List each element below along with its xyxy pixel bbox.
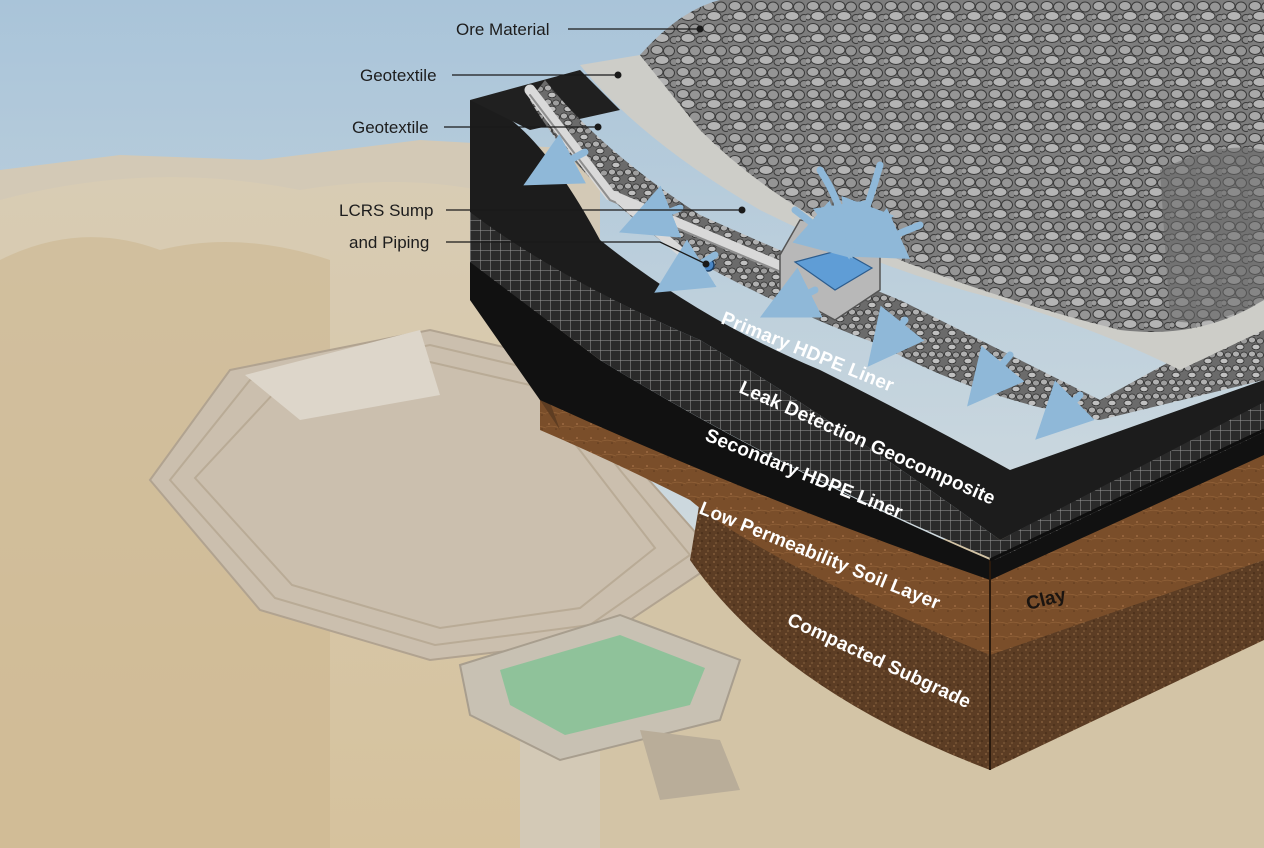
compacted-subgrade-layer <box>690 500 1264 770</box>
callout-leaders <box>444 25 746 268</box>
secondary-hdpe-liner-layer <box>470 260 1264 580</box>
callout-ore-material: Ore Material <box>456 20 550 39</box>
flow-arrows <box>523 134 1095 440</box>
liner-cutaway <box>470 0 1264 770</box>
leak-detection-geocomposite-layer <box>470 210 1264 560</box>
callout-lcrs-piping: and Piping <box>349 233 429 252</box>
callout-labels: Ore Material Geotextile Geotextile LCRS … <box>339 20 550 252</box>
callout-lcrs-sump: LCRS Sump <box>339 201 433 220</box>
geotextile-layer <box>580 55 1264 370</box>
clay-layer <box>540 400 1264 655</box>
ore-material-layer <box>640 0 1264 332</box>
callout-geotextile-upper: Geotextile <box>360 66 437 85</box>
callout-geotextile-lower: Geotextile <box>352 118 429 137</box>
